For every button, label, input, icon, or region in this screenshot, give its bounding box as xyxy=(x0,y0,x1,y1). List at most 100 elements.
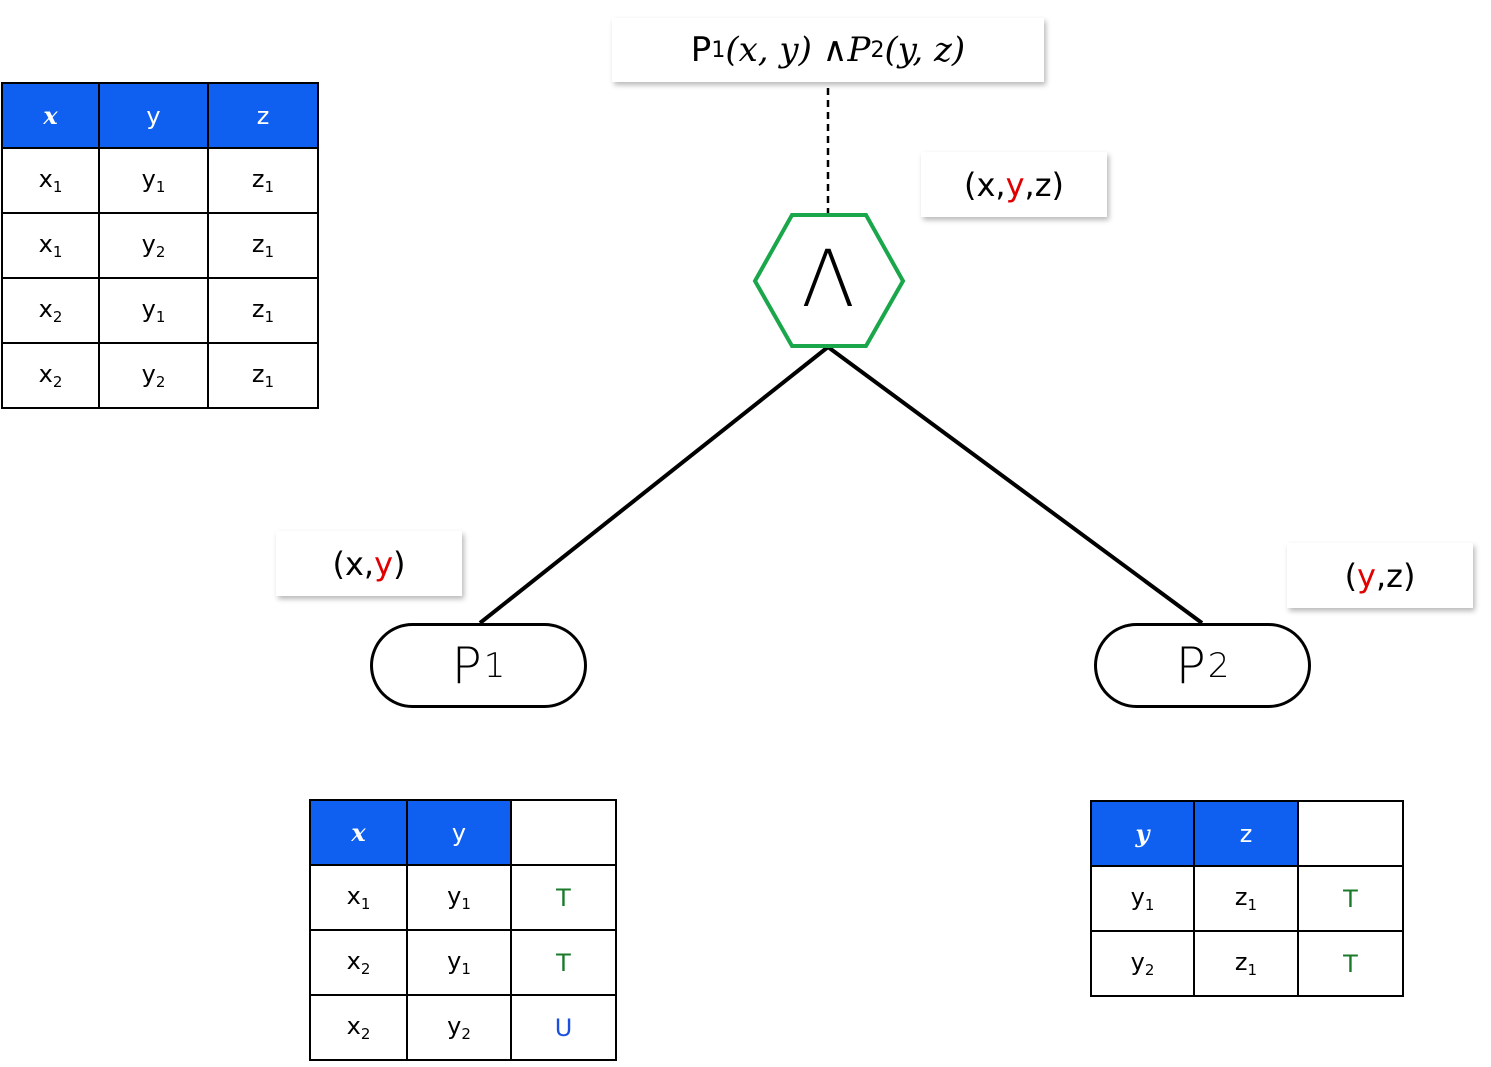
formula-p2-subscript: 2 xyxy=(870,37,885,63)
column-header: y xyxy=(98,82,209,149)
cell-variable: z xyxy=(1234,883,1248,911)
table-cell: y1 xyxy=(98,147,209,214)
truth-column-header xyxy=(510,799,617,866)
p2-node-name: P xyxy=(1175,636,1206,695)
cell-variable: x xyxy=(346,1012,361,1040)
cell-variable: z xyxy=(251,295,265,323)
table-cell: y1 xyxy=(406,929,512,996)
table-header-row: x y z xyxy=(1,82,319,149)
formula-p2-name: P xyxy=(847,30,871,70)
column-header: y xyxy=(1090,800,1195,867)
cell-subscript: 1 xyxy=(264,243,275,261)
table-cell: z1 xyxy=(1193,930,1299,997)
cell-subscript: 1 xyxy=(52,243,63,261)
cell-subscript: 1 xyxy=(264,178,275,196)
root-vars-close: ,z) xyxy=(1024,165,1064,204)
truth-value-cell: U xyxy=(510,994,617,1061)
cell-subscript: 1 xyxy=(461,895,471,913)
table-cell: x2 xyxy=(309,929,408,996)
cell-variable: y xyxy=(447,1012,462,1040)
cell-subscript: 2 xyxy=(52,308,63,326)
table-header-row: y z xyxy=(1090,800,1404,867)
table-cell: y1 xyxy=(98,277,209,344)
edge-and-to-p1 xyxy=(478,345,830,625)
root-vars-open: (x, xyxy=(964,165,1006,204)
table-cell: x1 xyxy=(1,212,100,279)
table-cell: y1 xyxy=(1090,865,1195,932)
p1-variables-label: (x,y) xyxy=(276,531,462,596)
cell-subscript: 2 xyxy=(1144,961,1155,979)
cell-subscript: 1 xyxy=(155,308,166,326)
and-operator-hexagon xyxy=(752,213,906,348)
cell-variable: z xyxy=(251,165,265,193)
table-cell: z1 xyxy=(207,147,319,214)
truth-value-cell: T xyxy=(1297,865,1404,932)
p1-vars-shared-key: y xyxy=(374,544,394,583)
root-variables-label: (x,y,z) xyxy=(921,152,1107,217)
cell-variable: y xyxy=(141,295,156,323)
table-cell: x2 xyxy=(1,342,100,409)
formula-p1-name: P xyxy=(690,30,712,70)
table-cell: x2 xyxy=(1,277,100,344)
column-header: z xyxy=(207,82,319,149)
cell-subscript: 1 xyxy=(1247,961,1258,979)
and-operator-symbol: Λ xyxy=(801,235,855,325)
cell-variable: x xyxy=(38,230,53,258)
cell-subscript: 2 xyxy=(360,1025,371,1043)
p1-node-subscript: 1 xyxy=(483,645,506,686)
column-header: y xyxy=(406,799,512,866)
cell-subscript: 1 xyxy=(264,373,275,391)
formula-args-2: (y, z) xyxy=(884,30,966,70)
column-header: x xyxy=(1,82,100,149)
p2-node-subscript: 2 xyxy=(1207,645,1230,686)
cell-subscript: 1 xyxy=(155,178,166,196)
cell-subscript: 1 xyxy=(360,895,371,913)
truth-value-cell: T xyxy=(1297,930,1404,997)
truth-value-cell: T xyxy=(510,929,617,996)
column-header: x xyxy=(309,799,408,866)
table-cell: y2 xyxy=(406,994,512,1061)
table-cell: y1 xyxy=(406,864,512,931)
table-cell: z1 xyxy=(207,342,319,409)
table-cell: y2 xyxy=(98,342,209,409)
truth-column-header xyxy=(1297,800,1404,867)
cell-variable: x xyxy=(38,360,53,388)
cell-subscript: 1 xyxy=(264,308,275,326)
cell-variable: z xyxy=(1234,948,1248,976)
p2-variables-label: (y,z) xyxy=(1287,543,1473,608)
cell-subscript: 1 xyxy=(1247,896,1258,914)
cell-subscript: 1 xyxy=(1144,896,1155,914)
cell-variable: x xyxy=(38,165,53,193)
cell-subscript: 2 xyxy=(461,1025,471,1043)
table-cell: z1 xyxy=(1193,865,1299,932)
cell-subscript: 2 xyxy=(52,373,63,391)
column-header: z xyxy=(1193,800,1299,867)
cell-variable: y xyxy=(141,165,156,193)
cell-variable: y xyxy=(141,360,156,388)
cell-variable: y xyxy=(1130,883,1145,911)
truth-value-cell: T xyxy=(510,864,617,931)
edge-and-to-p2 xyxy=(826,345,1204,625)
p2-vars-open: ( xyxy=(1344,556,1358,595)
p2-vars-close: ,z) xyxy=(1375,556,1416,595)
cell-variable: y xyxy=(141,230,156,258)
cell-variable: x xyxy=(346,947,361,975)
cell-subscript: 2 xyxy=(155,373,166,391)
root-vars-shared-key: y xyxy=(1005,165,1025,204)
table-cell: z1 xyxy=(207,277,319,344)
cell-variable: y xyxy=(447,947,462,975)
cell-variable: y xyxy=(1130,948,1145,976)
cell-variable: x xyxy=(346,882,361,910)
